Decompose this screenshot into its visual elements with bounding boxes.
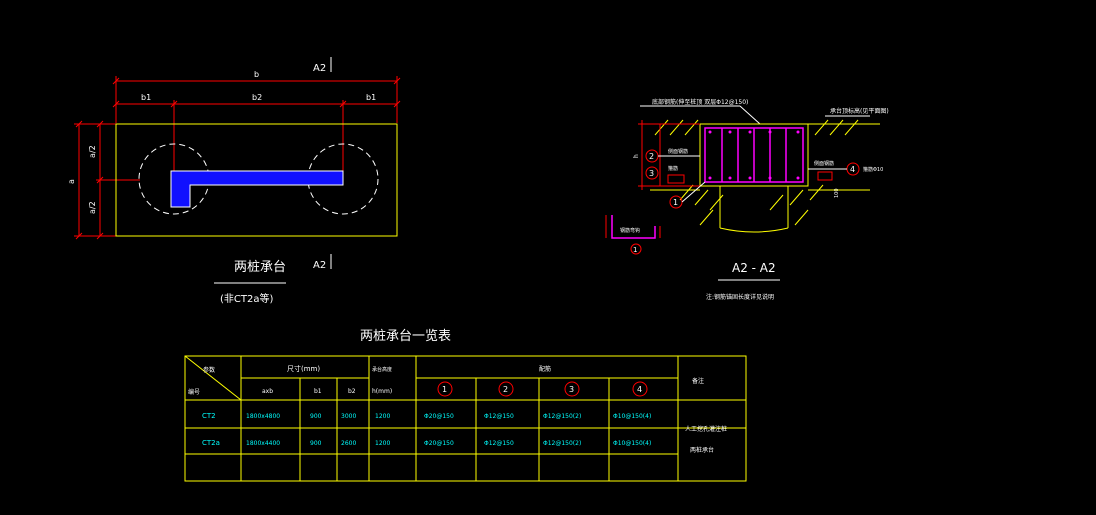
row-h: 1200 <box>375 413 390 420</box>
pile-right-outline <box>307 143 379 215</box>
marker-4: 4 <box>808 162 860 181</box>
marker-3: 3 <box>645 166 685 184</box>
dim-b-label: b <box>254 70 259 79</box>
table-grid <box>184 355 747 482</box>
plan-view: A2 A2 b b1 b2 b1 <box>67 57 401 305</box>
header-rebar-group: 配筋 <box>539 365 551 373</box>
section-mark-bottom: A2 <box>313 260 326 271</box>
row-r3: Φ12@150(2) <box>543 413 581 420</box>
header-axb: axb <box>262 388 273 395</box>
dimension-a <box>74 120 140 240</box>
svg-text:1: 1 <box>673 198 678 207</box>
row-axb: 1800x4800 <box>246 413 280 420</box>
rebar-col-markers: 1 2 3 4 <box>437 381 648 397</box>
dim-b2-label: b2 <box>252 93 262 102</box>
row-b1: 900 <box>310 413 322 420</box>
header-remarks: 备注 <box>692 377 704 385</box>
tie-beam-section <box>170 170 344 208</box>
label-stirrup: 箍筋Φ10 <box>863 166 883 173</box>
marker-2: 2 <box>645 149 700 163</box>
hook-detail-label: 钢筋弯钩 <box>620 227 640 234</box>
row-r4: Φ10@150(4) <box>613 440 651 447</box>
remarks-line1: 人工挖孔灌注桩 <box>685 425 727 433</box>
row-id: CT2a <box>202 439 220 447</box>
row-r2: Φ12@150 <box>484 440 514 447</box>
dim-a2-bottom-label: a/2 <box>88 201 97 214</box>
header-size-group: 尺寸(mm) <box>287 364 320 373</box>
section-top-right-note: 承台顶标高(见平面图) <box>830 107 889 115</box>
table-row: CT2a 1800x4400 900 2600 1200 Φ20@150 Φ12… <box>202 439 651 447</box>
plan-subtitle: (非CT2a等) <box>220 292 273 305</box>
rebar-col-1: 1 <box>442 385 447 394</box>
rebar-col-2: 2 <box>503 385 508 394</box>
svg-text:4: 4 <box>850 165 855 174</box>
row-h: 1200 <box>375 440 390 447</box>
label-mid: 箍筋 <box>668 165 678 172</box>
svg-text:2: 2 <box>649 152 654 161</box>
section-mark-top: A2 <box>313 63 326 74</box>
plan-title: 两桩承台 <box>234 260 286 275</box>
row-r1: Φ20@150 <box>424 413 454 420</box>
row-b2: 3000 <box>341 413 356 420</box>
header-b2: b2 <box>348 388 356 395</box>
dim-b1-right-label: b1 <box>366 93 376 102</box>
schedule-table: 两桩承台一览表 参数 编号 尺寸(mm) axb b1 b2 承台高度 h(m <box>184 328 747 482</box>
section-title: A2 - A2 <box>732 261 776 275</box>
section-view: 底部钢筋(伸至桩顶 双层Φ12@150) 承台顶标高(见平面图) <box>605 98 889 301</box>
header-h-top: 承台高度 <box>372 366 392 373</box>
row-b2: 2600 <box>341 440 356 447</box>
section-dim-h-label: h <box>633 154 640 158</box>
rebar-dots <box>708 130 800 180</box>
hook-detail-marker: 1 <box>633 246 637 254</box>
section-dim-h <box>638 120 700 190</box>
header-corner-top: 参数 <box>203 366 215 374</box>
label-side-bar: 侧面钢筋 <box>668 148 688 155</box>
header-h-bottom: h(mm) <box>372 388 392 395</box>
cap-section-outline <box>699 123 809 187</box>
rebar-col-3: 3 <box>569 385 574 394</box>
soil-hatching <box>654 119 859 226</box>
dim-b1-left-label: b1 <box>141 93 151 102</box>
ground-line <box>640 123 880 191</box>
marker-1: 1 <box>669 181 706 209</box>
section-note: 注:钢筋锚固长度详见说明 <box>706 293 774 301</box>
schedule-title: 两桩承台一览表 <box>360 328 451 344</box>
row-r3: Φ12@150(2) <box>543 440 581 447</box>
svg-text:3: 3 <box>649 169 654 178</box>
label-side-bar-2: 侧面钢筋 <box>814 160 834 167</box>
row-id: CT2 <box>202 412 216 420</box>
dimension-b1-b2 <box>112 100 401 180</box>
pile-section <box>719 186 789 233</box>
section-top-note: 底部钢筋(伸至桩顶 双层Φ12@150) <box>652 98 748 106</box>
pile-cap-outline <box>115 123 398 237</box>
header-b1: b1 <box>314 388 322 395</box>
hook-detail: 钢筋弯钩 1 <box>605 215 661 255</box>
dimension-b <box>112 76 401 123</box>
table-row: CT2 1800x4800 900 3000 1200 Φ20@150 Φ12@… <box>202 412 651 420</box>
header-corner-bottom: 编号 <box>188 388 200 396</box>
row-axb: 1800x4400 <box>246 440 280 447</box>
dim-a2-top-label: a/2 <box>88 145 97 158</box>
rebar-col-4: 4 <box>637 385 642 394</box>
row-r1: Φ20@150 <box>424 440 454 447</box>
section-dim-side: 100 <box>834 188 840 198</box>
stirrups <box>704 127 804 183</box>
row-r2: Φ12@150 <box>484 413 514 420</box>
row-r4: Φ10@150(4) <box>613 413 651 420</box>
dim-a-label: a <box>67 179 76 184</box>
row-b1: 900 <box>310 440 322 447</box>
remarks-line2: 两桩承台 <box>690 446 714 454</box>
